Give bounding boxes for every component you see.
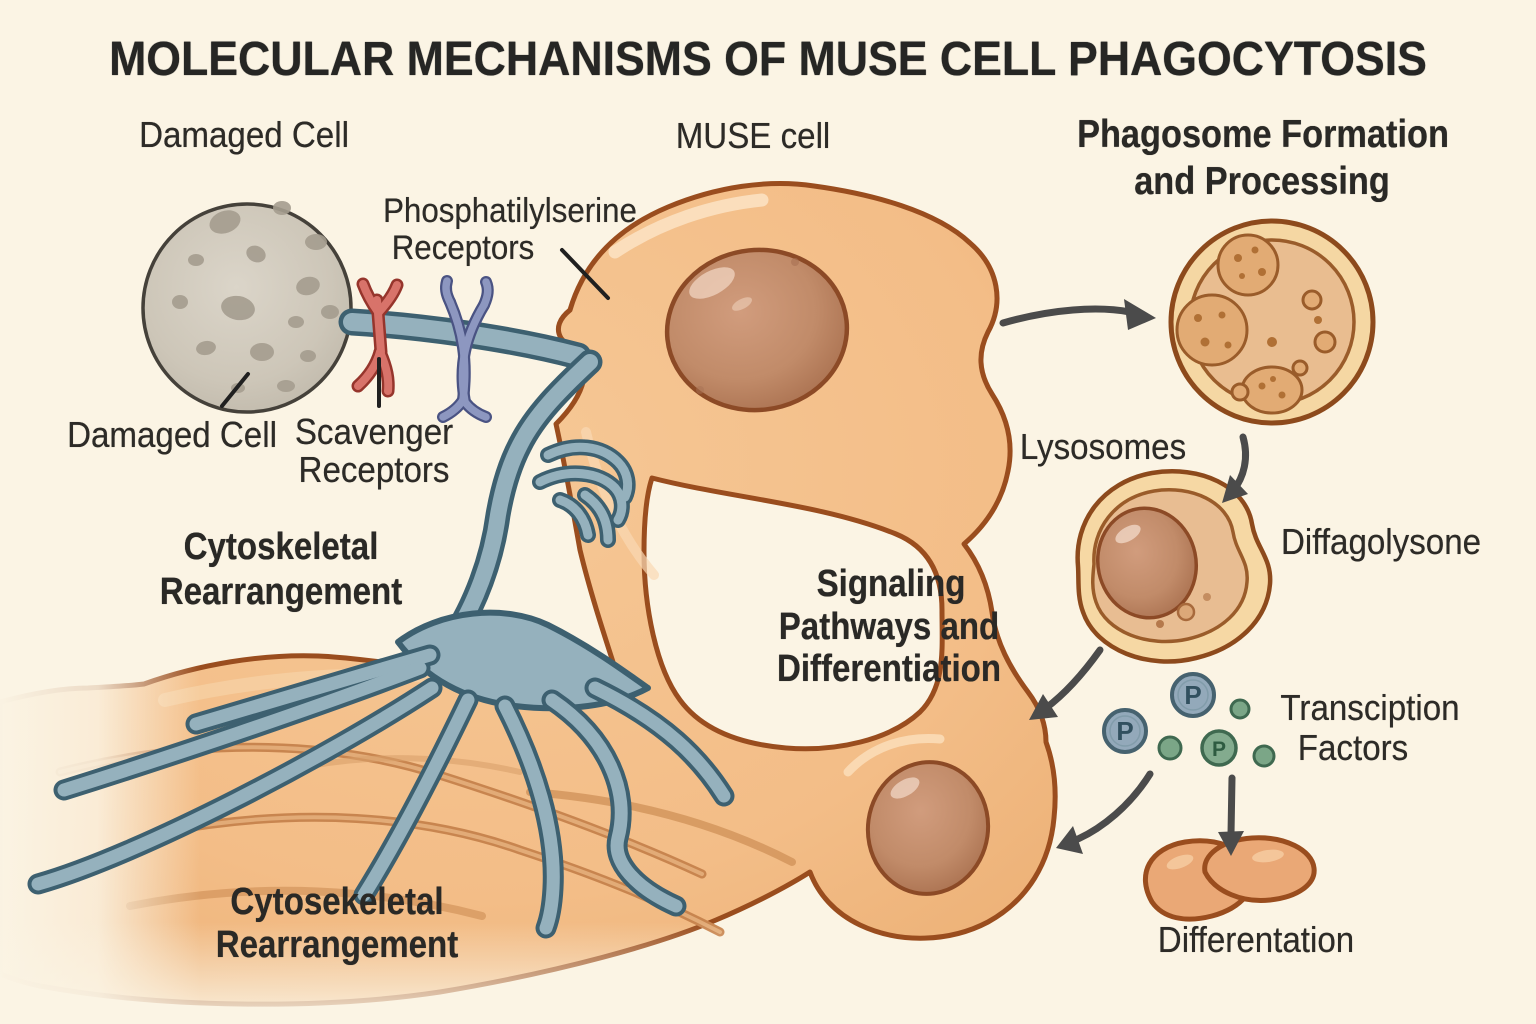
label-phagosome-header-2: and Processing xyxy=(1134,160,1390,203)
mass-fade-bottom xyxy=(0,922,815,1024)
arrow-to-phagosome xyxy=(999,305,1134,327)
label-damaged-cell-bottom: Damaged Cell xyxy=(67,414,277,455)
factor-dots xyxy=(1157,698,1276,768)
cell-highlight xyxy=(843,734,945,777)
label-signaling-2: Pathways and xyxy=(778,606,1000,648)
label-lysosomes: Lysosomes xyxy=(1019,426,1187,467)
page-title: MOLECULAR MECHANISMS OF MUSE CELL PHAGOC… xyxy=(109,33,1427,86)
label-differentation: Differentation xyxy=(1157,919,1355,960)
label-cytoskeletal-2: Rearrangement xyxy=(159,571,403,613)
signaling-cell-nucleus xyxy=(865,760,991,896)
label-cytosekeletal-2: Rearrangement xyxy=(215,924,459,966)
label-cytoskeletal-1: Cytoskeletal xyxy=(183,526,379,568)
damaged-cell xyxy=(141,201,353,414)
label-cytosekeletal-1: Cytosekeletal xyxy=(230,881,444,923)
phagosome xyxy=(1168,218,1376,426)
label-damaged-cell-top: Damaged Cell xyxy=(139,114,349,155)
arrow-to-signaling xyxy=(1042,646,1104,712)
label-diffagolysone: Diffagolysone xyxy=(1280,521,1482,562)
label-scavenger-2: Receptors xyxy=(298,449,450,490)
label-transcription-1: Transciption xyxy=(1280,687,1460,728)
label-scavenger-1: Scavenger xyxy=(294,411,454,452)
phospho-badge-letter: P xyxy=(1212,738,1226,761)
pointer-lines xyxy=(220,248,610,408)
flow-arrows xyxy=(999,299,1250,856)
arrow-to-differentiation xyxy=(1227,774,1236,838)
ps-receptor xyxy=(437,275,494,423)
damaged-pointer-line xyxy=(220,372,250,408)
phospho-badge: P xyxy=(1170,672,1216,718)
label-muse-cell: MUSE cell xyxy=(675,115,831,156)
phospho-badge-green: P xyxy=(1200,729,1238,767)
label-ps-receptors-1: Phosphatilylserine xyxy=(383,192,637,230)
transcription-factors: P P P xyxy=(1102,672,1276,768)
membrane-highlight xyxy=(608,193,769,259)
label-phagosome-header-1: Phagosome Formation xyxy=(1077,113,1449,156)
arrow-to-cell xyxy=(1074,770,1154,843)
cytoskeleton-network xyxy=(27,349,735,939)
phagolysosome-cell xyxy=(1075,469,1273,664)
ps-pointer-line xyxy=(560,248,610,300)
phospho-badge-letter: P xyxy=(1116,716,1133,746)
label-transcription-2: Factors xyxy=(1297,727,1409,768)
scavenger-receptor xyxy=(351,277,404,398)
phospho-badge: P xyxy=(1102,708,1148,754)
phospho-badge-letter: P xyxy=(1184,680,1201,710)
label-signaling-3: Differentiation xyxy=(776,648,1002,690)
label-ps-receptors-2: Receptors xyxy=(391,229,535,267)
label-signaling-1: Signaling xyxy=(816,563,966,605)
muse-nucleus xyxy=(664,247,850,413)
